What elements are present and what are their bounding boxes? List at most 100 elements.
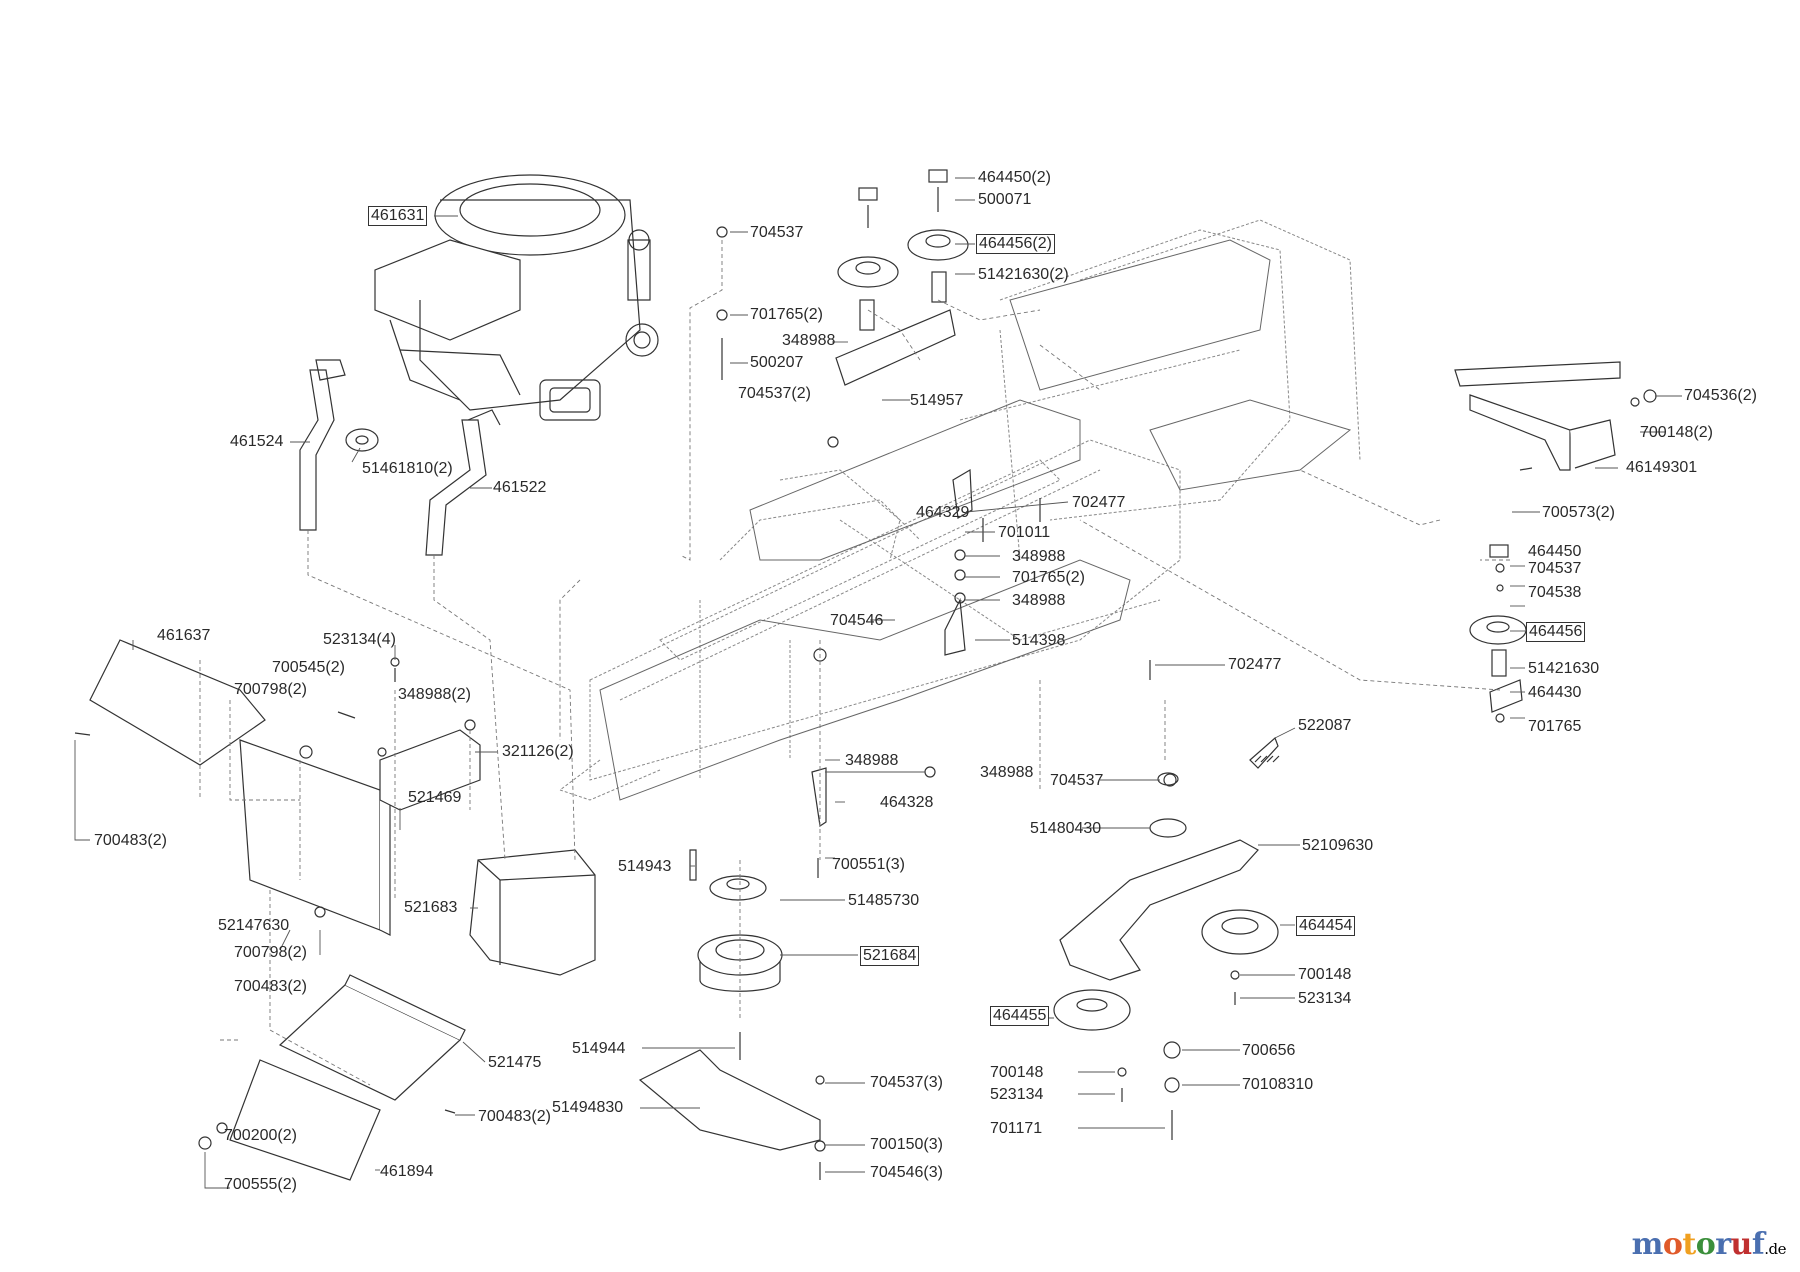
- chassis-outline: [599, 239, 1352, 801]
- cover-52147630: [239, 739, 391, 936]
- chassis-frame: [558, 219, 1361, 801]
- part-label: 700555(2): [224, 1176, 297, 1193]
- part-label: 701011: [998, 524, 1051, 541]
- bracket-521469: [379, 729, 481, 811]
- part-label: 464329: [916, 504, 970, 521]
- part-label: 500071: [978, 191, 1032, 208]
- spring-522087: [1249, 736, 1280, 769]
- part-label: 321126(2): [502, 743, 574, 760]
- part-label: 701765(2): [1012, 569, 1085, 586]
- watermark-letter: u: [1730, 1227, 1753, 1262]
- part-label: 521475: [488, 1054, 542, 1071]
- heat-shield-461637: [89, 639, 266, 766]
- part-label: 514944: [572, 1040, 626, 1057]
- motoruf-watermark-logo: motoruf.de: [1632, 1227, 1787, 1262]
- watermark-letter: r: [1715, 1227, 1731, 1262]
- exhaust-pipes: [299, 359, 501, 556]
- bracket-514398: [944, 468, 973, 656]
- part-label: 700148: [1298, 966, 1352, 983]
- part-label: 702477: [1072, 494, 1126, 511]
- part-label: 348988: [845, 752, 899, 769]
- part-label: 52147630: [218, 917, 290, 934]
- part-label: 704537(3): [870, 1074, 943, 1091]
- part-label: 700483(2): [94, 832, 167, 849]
- watermark-letter: o: [1695, 1227, 1716, 1262]
- part-label: 522087: [1298, 717, 1352, 734]
- part-label: 700150(3): [870, 1136, 943, 1153]
- bracket-46149301: [1454, 361, 1621, 471]
- part-label: 464450: [1528, 543, 1582, 560]
- part-label: 461524: [230, 433, 284, 450]
- part-label: 704537(2): [738, 385, 811, 402]
- part-label: 51421630: [1528, 660, 1600, 677]
- part-label: 700545(2): [272, 659, 345, 676]
- part-label: 701765(2): [750, 306, 823, 323]
- bracket-464328: [689, 767, 827, 881]
- bracket-51494830: [638, 1049, 821, 1151]
- part-label: 521684: [860, 946, 920, 966]
- pulley-assembly-top: [835, 169, 969, 386]
- watermark-letter: m: [1631, 1227, 1664, 1262]
- muffler-521683: [469, 849, 596, 976]
- part-label: 514943: [618, 858, 672, 875]
- guard-461894: [229, 1059, 381, 1181]
- part-label: 521469: [408, 789, 462, 806]
- watermark-letter: f: [1751, 1227, 1765, 1262]
- part-label: 46149301: [1626, 459, 1698, 476]
- part-label: 464456(2): [976, 234, 1055, 254]
- part-label: 700200(2): [224, 1127, 297, 1144]
- part-label: 704537: [1050, 772, 1104, 789]
- engine-461631: [374, 174, 659, 421]
- part-label: 348988: [1012, 592, 1066, 609]
- part-label: 52109630: [1302, 837, 1374, 854]
- part-label: 523134: [990, 1086, 1044, 1103]
- part-label: 704538: [1528, 584, 1582, 601]
- leader-lines: [74, 177, 1682, 1189]
- part-label: 700148(2): [1640, 424, 1713, 441]
- part-label: 700483(2): [234, 978, 307, 995]
- part-label: 51485730: [848, 892, 920, 909]
- part-label: 348988: [980, 764, 1034, 781]
- pulleys-464454-464455: [1053, 772, 1279, 1031]
- part-label: 51494830: [552, 1099, 624, 1116]
- part-label: 348988(2): [398, 686, 471, 703]
- part-label: 700483(2): [478, 1108, 551, 1125]
- part-label: 464450(2): [978, 169, 1051, 186]
- idler-pulley-464456: [1469, 544, 1527, 713]
- part-label: 523134(4): [323, 631, 396, 648]
- part-label: 348988: [1012, 548, 1066, 565]
- watermark-suffix-text: .de: [1764, 1240, 1786, 1258]
- part-label: 70108310: [1242, 1076, 1314, 1093]
- part-label: 701171: [990, 1120, 1043, 1137]
- part-label: 464454: [1296, 916, 1356, 936]
- part-label: 700148: [990, 1064, 1044, 1081]
- part-label: 500207: [750, 354, 804, 371]
- part-label: 523134: [1298, 990, 1352, 1007]
- part-label: 702477: [1228, 656, 1282, 673]
- fasteners: [74, 226, 1657, 1180]
- part-label: 464456: [1526, 622, 1586, 642]
- part-label: 700551(3): [832, 856, 905, 873]
- part-label: 700656: [1242, 1042, 1296, 1059]
- part-label: 704546: [830, 612, 884, 629]
- part-label: 521683: [404, 899, 458, 916]
- part-label: 704546(3): [870, 1164, 943, 1181]
- watermark-letter: o: [1662, 1227, 1683, 1262]
- part-label: 51421630(2): [978, 266, 1069, 283]
- part-label: 700798(2): [234, 944, 307, 961]
- part-label: 700798(2): [234, 681, 307, 698]
- part-label: 704537: [750, 224, 804, 241]
- watermark-main-text: motoruf: [1632, 1227, 1765, 1262]
- part-label: 514398: [1012, 632, 1066, 649]
- part-label: 701765: [1528, 718, 1582, 735]
- part-label: 704536(2): [1684, 387, 1757, 404]
- assembly-guide-lines: [199, 240, 1510, 1086]
- part-label: 461631: [368, 206, 428, 226]
- plate-521475: [278, 974, 466, 1101]
- part-label: 461522: [493, 479, 547, 496]
- part-label: 700573(2): [1542, 504, 1615, 521]
- part-label: 461894: [380, 1163, 434, 1180]
- part-label: 464455: [990, 1006, 1050, 1026]
